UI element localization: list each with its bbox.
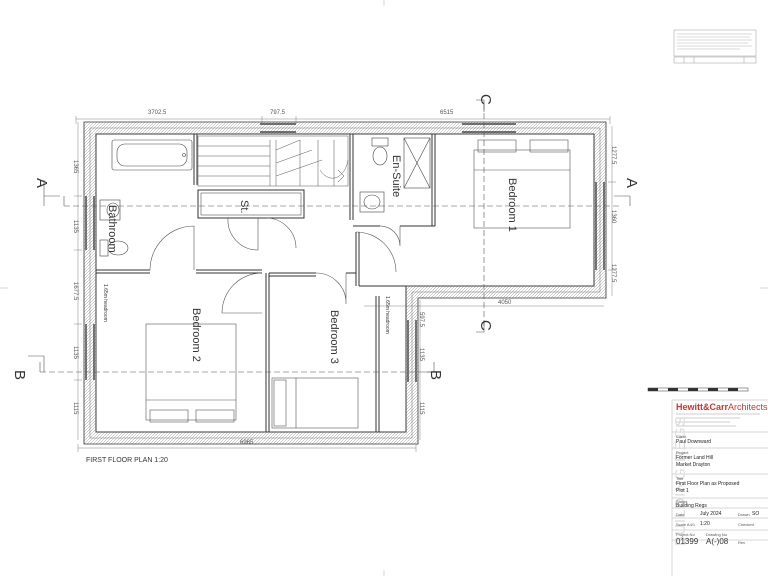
- room-label-bedroom3: Bedroom 3: [328, 310, 340, 364]
- wc-ensuite: [371, 137, 389, 166]
- room-label-ensuite: En-Suite: [390, 155, 402, 198]
- dim-right-low-2: 1135: [418, 348, 424, 361]
- project-no-value: 01399: [676, 537, 699, 546]
- title-block-frame: [671, 399, 768, 576]
- staircase: [197, 135, 349, 187]
- headroom-note-right: 1.65m headroom: [384, 296, 390, 334]
- client-label: Client: [676, 434, 687, 439]
- dim-left-4: 1135: [72, 346, 78, 359]
- scale-label: Scale A4/1: [676, 522, 696, 527]
- status-label: Status: [676, 499, 688, 504]
- project-label: Project: [676, 450, 689, 455]
- section-mark-b-left: B: [11, 370, 28, 381]
- dimension-lines: [74, 116, 616, 452]
- dim-bottom: 6965: [240, 440, 254, 446]
- project-line-2: Market Drayton: [676, 462, 711, 468]
- windows: [85, 123, 605, 382]
- firm-name-bold: Hewitt&Carr: [676, 402, 729, 412]
- dim-right-mid: 4050: [498, 300, 512, 306]
- section-mark-c-top: C: [477, 94, 494, 105]
- title-line-1: First Floor Plan as Proposed: [676, 481, 740, 487]
- dim-top-left: 3702.5: [148, 110, 167, 116]
- title-line-2: Plot 1: [676, 488, 689, 494]
- project-no-label: Project No: [676, 532, 695, 537]
- internal-walls: [96, 134, 436, 432]
- drawing-no-label: Drawing No: [706, 532, 727, 537]
- logo-contact-lines: [676, 413, 760, 427]
- section-mark-b-right: B: [427, 370, 444, 381]
- dim-left-2: 1135: [72, 220, 78, 233]
- bath: [111, 139, 193, 171]
- bed-bedroom3: [271, 377, 359, 429]
- scale-value: 1:20: [700, 521, 710, 527]
- dim-left-5: 1115: [72, 402, 78, 415]
- rev-label: Rev: [738, 540, 746, 545]
- notes-box: [673, 29, 757, 64]
- headroom-note-left: 1.65m headroom: [102, 284, 108, 322]
- checked-label: Checked: [738, 522, 754, 527]
- title-label: Title: [676, 476, 684, 481]
- date-value: July 2024: [700, 511, 722, 517]
- room-label-bedroom2: Bedroom 2: [190, 308, 202, 362]
- drawing-no-value: A(-)08: [706, 537, 729, 546]
- dim-right-low-1: 597.5: [418, 312, 424, 328]
- shower-ensuite: [403, 137, 431, 189]
- section-mark-a-left: A: [33, 178, 50, 189]
- plan-title: FIRST FLOOR PLAN 1:20: [86, 457, 168, 464]
- drawn-label: Drawn: [738, 512, 750, 517]
- bed-bedroom2: [145, 323, 237, 423]
- client-value: Paul Downward: [676, 439, 712, 445]
- section-mark-c-bottom: C: [477, 320, 494, 331]
- date-label: Date: [676, 512, 685, 517]
- section-lines: [28, 99, 631, 373]
- dim-right-low-3: 1115: [418, 402, 424, 415]
- scale-bar: [647, 387, 749, 392]
- project-line-1: Former Land Hill: [676, 455, 713, 461]
- status-value: Building Regs: [676, 503, 707, 509]
- dim-top-right: 6515: [440, 110, 454, 116]
- doors: [149, 217, 401, 314]
- drawn-value: SO: [752, 511, 760, 517]
- dim-top-mid: 797.5: [270, 110, 286, 116]
- wc-bathroom: [99, 239, 129, 257]
- firm-logo: Hewitt&CarrArchitects: [676, 402, 768, 412]
- basin-ensuite: [359, 191, 385, 213]
- dim-right-3: 1277.5: [610, 264, 616, 283]
- dim-left-3: 1677.5: [72, 282, 78, 301]
- room-label-store: St.: [238, 200, 250, 214]
- room-label-bathroom: Bathroom: [106, 205, 118, 253]
- firm-name-light: Architects: [728, 402, 768, 412]
- dim-left-1: 1365: [72, 160, 78, 174]
- bed-bedroom1: [473, 139, 571, 229]
- room-label-bedroom1: Bedroom 1: [506, 178, 518, 232]
- basin-bathroom: [99, 199, 121, 221]
- dim-right-2: 1360: [610, 210, 616, 224]
- section-mark-a-right: A: [623, 178, 640, 189]
- dim-right-1: 1277.5: [610, 146, 616, 165]
